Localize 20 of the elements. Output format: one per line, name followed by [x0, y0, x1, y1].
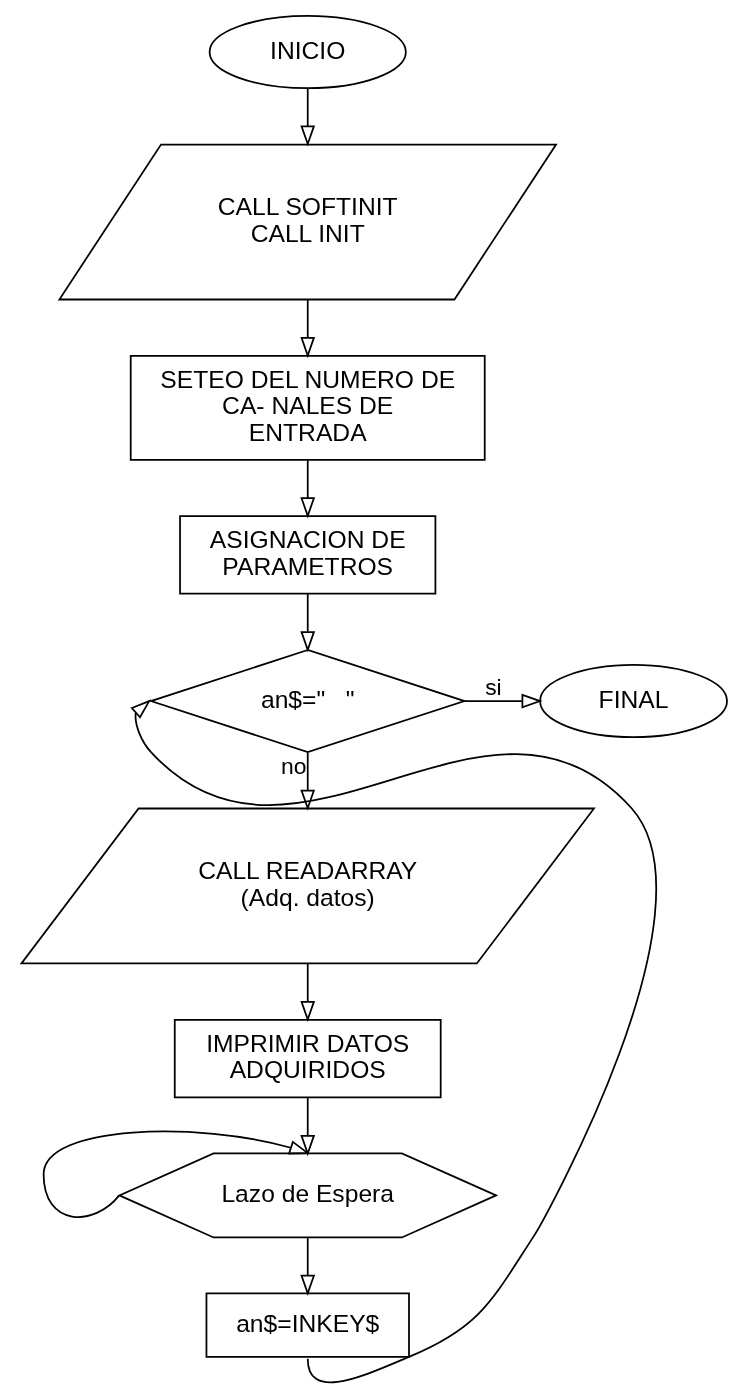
node-ellipse: FINAL: [539, 664, 728, 739]
node-box: SETEO DEL NUMERO DE CA- NALES DE ENTRADA: [129, 355, 486, 461]
arrow: [42, 1130, 311, 1218]
node-box: IMPRIMIR DATOS ADQUIRIDOS: [173, 1018, 442, 1099]
node-box: ASIGNACION DE PARAMETROS: [179, 515, 437, 595]
node-box: an$=INKEY$: [205, 1292, 410, 1358]
edge-label: si: [485, 673, 502, 700]
edge-label: no: [280, 752, 307, 779]
arrow: [300, 593, 316, 653]
arrow: [300, 751, 316, 811]
node-diamond: an$=" ": [148, 649, 468, 754]
arrow: [300, 299, 316, 359]
arrow: [300, 87, 316, 147]
arrow: [464, 693, 543, 709]
node-ellipse: INICIO: [208, 15, 407, 90]
arrow: [300, 458, 316, 519]
arrow: [300, 963, 316, 1023]
arrow: [300, 1096, 316, 1157]
arrow: [130, 699, 657, 1384]
arrow: [300, 1236, 316, 1296]
